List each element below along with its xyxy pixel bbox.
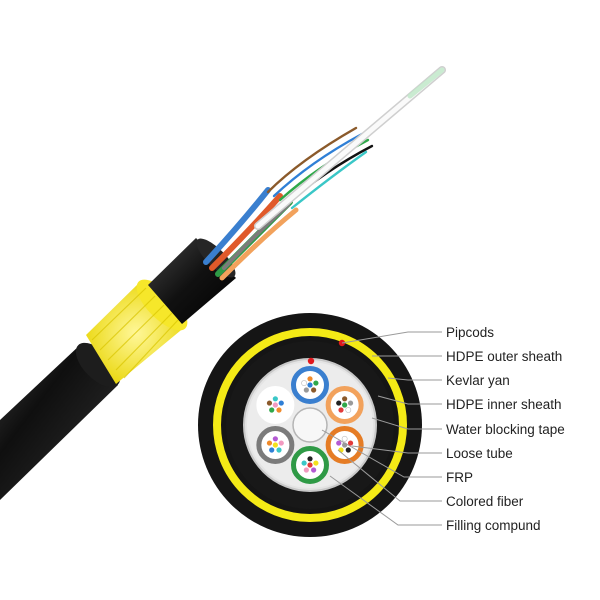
colored-fiber (303, 467, 309, 473)
colored-fiber (341, 435, 348, 442)
colored-fiber (336, 440, 342, 446)
colored-fiber (307, 382, 313, 388)
colored-fiber (276, 407, 282, 413)
colored-fiber (345, 407, 352, 413)
colored-fiber (278, 440, 284, 446)
colored-fiber (342, 396, 348, 402)
colored-fiber (272, 396, 278, 402)
leader-water-blocking-tape (371, 417, 442, 430)
colored-fiber (269, 407, 275, 413)
leader-kevlar-yan (387, 377, 442, 381)
outer-jacket-side (0, 345, 118, 500)
colored-fiber (336, 400, 342, 406)
label-frp: FRP (446, 470, 473, 485)
colored-fiber (342, 402, 348, 408)
label-hdpe-outer-sheath: HDPE outer sheath (446, 349, 562, 364)
colored-fiber (311, 467, 317, 473)
colored-fiber (303, 387, 309, 393)
colored-fiber (307, 456, 313, 462)
cable-side-view (0, 66, 446, 500)
colored-fiber (276, 447, 282, 453)
leader-pipcods (341, 331, 442, 344)
colored-fiber (272, 436, 278, 442)
label-filling-compund: Filling compund (446, 518, 541, 533)
colored-fiber (347, 440, 354, 446)
colored-fiber (307, 376, 313, 382)
colored-fiber (278, 400, 284, 406)
leader-colored-fiber (337, 449, 442, 502)
loose-tube-group (256, 366, 364, 484)
colored-fiber (269, 447, 275, 453)
label-water-blocking-tape: Water blocking tape (446, 422, 565, 437)
label-colored-fiber: Colored fiber (446, 494, 524, 509)
cable-cross-section (198, 313, 422, 537)
colored-fiber (313, 460, 319, 466)
label-loose-tube: Loose tube (446, 446, 513, 461)
label-pipcods: Pipcods (446, 325, 494, 340)
leader-loose-tube (351, 445, 442, 454)
ripcord (307, 357, 315, 365)
kevlar-yarn-ring (213, 328, 407, 522)
leader-filling-compund (329, 475, 442, 526)
label-kevlar-yan: Kevlar yan (446, 373, 510, 388)
colored-fiber (347, 400, 354, 406)
colored-fiber (266, 440, 273, 446)
colored-fiber (338, 407, 344, 413)
colored-fiber (307, 462, 313, 468)
leader-hdpe-inner-sheath (377, 395, 442, 405)
colored-fiber (266, 400, 273, 406)
colored-fiber (272, 442, 278, 448)
leader-frp (321, 429, 442, 478)
leader-lines (321, 331, 442, 526)
kevlar-bundle-side (86, 279, 188, 384)
colored-fiber (311, 387, 317, 393)
colored-fiber (272, 402, 278, 408)
component-labels: Pipcods HDPE outer sheath Kevlar yan HDP… (446, 325, 565, 533)
colored-fiber (313, 380, 319, 386)
outer-jacket-end (75, 342, 121, 388)
colored-fiber (345, 447, 351, 453)
frp-center (292, 407, 328, 443)
colored-fiber (301, 460, 307, 466)
frp-rod-side (254, 66, 446, 230)
colored-fiber (301, 380, 308, 386)
label-hdpe-inner-sheath: HDPE inner sheath (446, 397, 562, 412)
